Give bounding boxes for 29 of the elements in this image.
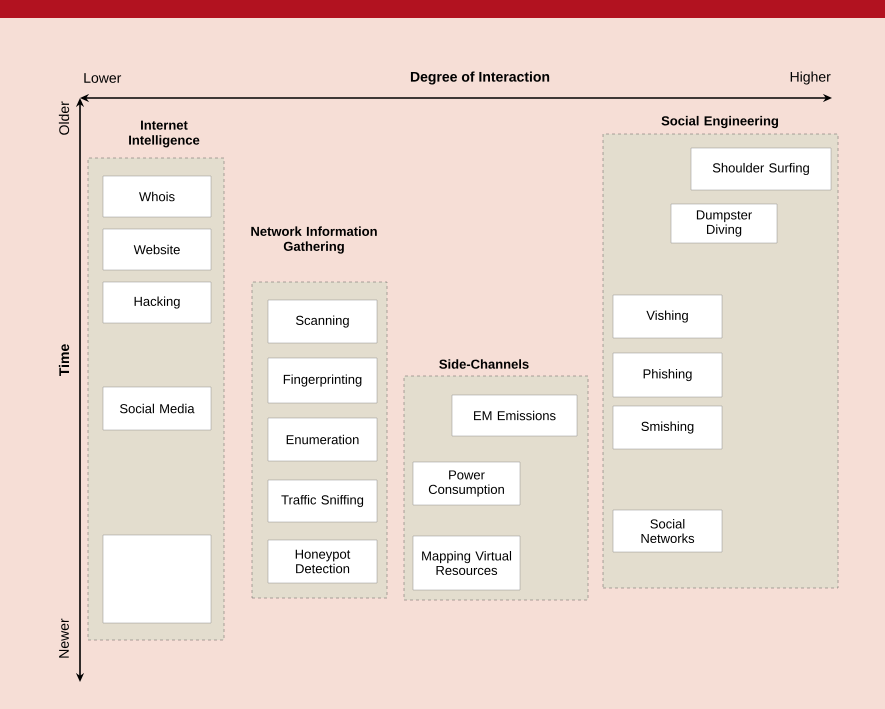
item-box: Smishing <box>612 406 722 450</box>
item-box: Honeypot Detection <box>268 540 378 584</box>
axis-title: Time <box>58 344 70 376</box>
node-label: Network Information Gathering <box>251 226 377 254</box>
axis-label: Older <box>58 101 70 135</box>
item-box: Power Consumption <box>412 462 520 506</box>
axis-label: Lower <box>84 73 122 83</box>
empty-box <box>102 534 212 624</box>
item-box: Website <box>102 228 212 270</box>
axis-label: Higher <box>790 71 831 85</box>
item-box: Shoulder Surfing <box>690 148 832 190</box>
item-box: Scanning <box>268 300 378 344</box>
item-box: Social Networks <box>612 510 722 552</box>
item-box: EM Emissions <box>452 394 578 436</box>
node-label: Internet Intelligence <box>129 120 200 148</box>
item-box: Enumeration <box>268 418 378 462</box>
item-box: Dumpster Diving <box>670 204 778 244</box>
node-label: Side-Channels <box>439 359 529 369</box>
axis-title: Degree of Interaction <box>410 71 550 85</box>
item-box: Fingerprinting <box>268 358 378 404</box>
item-box: Phishing <box>612 352 722 398</box>
item-box: Mapping Virtual Resources <box>412 536 520 590</box>
node-label: Social Engineering <box>662 116 778 128</box>
item-box: Social Media <box>102 386 212 430</box>
item-box: Traffic Sniffing <box>268 480 378 522</box>
axis-label: Newer <box>59 618 69 658</box>
item-box: Whois <box>102 176 212 218</box>
item-box: Vishing <box>612 294 722 338</box>
item-box: Hacking <box>102 282 212 324</box>
